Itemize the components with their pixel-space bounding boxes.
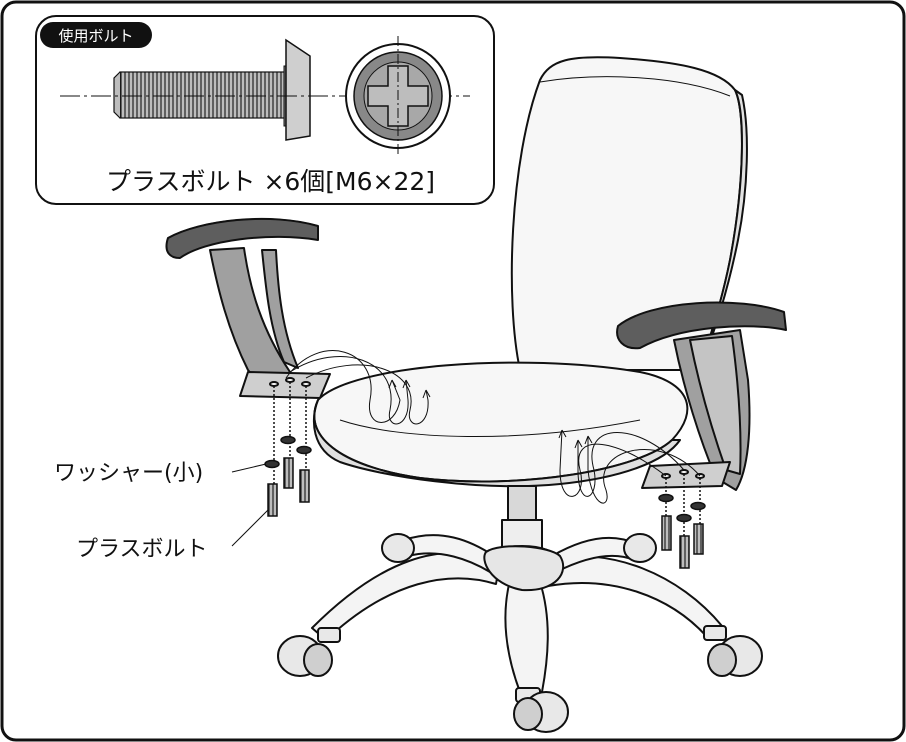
washer-label: ワッシャー(小) (54, 461, 203, 486)
washer-icon (296, 445, 312, 455)
five-star-base (311, 534, 723, 693)
backrest (510, 56, 748, 371)
washer-icon (658, 493, 674, 503)
left-hardware (264, 382, 312, 517)
bolt-label: プラスボルト (76, 537, 208, 562)
washer-icon (690, 501, 706, 511)
right-hardware (658, 474, 706, 569)
bolt-icon (679, 535, 690, 569)
bolt-icon (267, 483, 278, 517)
bolt-head-cross-icon (345, 36, 451, 156)
bolt-icon (299, 469, 310, 503)
washer-icon (264, 459, 280, 469)
bolt-icon (693, 523, 704, 555)
washer-icon (280, 435, 296, 445)
casters (277, 533, 763, 733)
washer-callout-line (231, 463, 267, 473)
badge-label: 使用ボルト (58, 27, 133, 45)
right-armrest (616, 301, 787, 491)
bolt-icon (283, 457, 294, 489)
bolt-icon (661, 515, 672, 551)
bolt-callout-line (231, 509, 269, 547)
motion-arrows (285, 350, 701, 504)
bolt-caption: プラスボルト ×6個[M6×22] (106, 167, 435, 196)
usage-bolt-badge: 使用ボルト (40, 22, 152, 48)
left-armrest (165, 217, 331, 399)
seat (312, 361, 689, 488)
bolt-spec-inset: 使用ボルト プラスボルト ×6個[M6×22] (35, 15, 495, 205)
washer-icon (676, 513, 692, 523)
